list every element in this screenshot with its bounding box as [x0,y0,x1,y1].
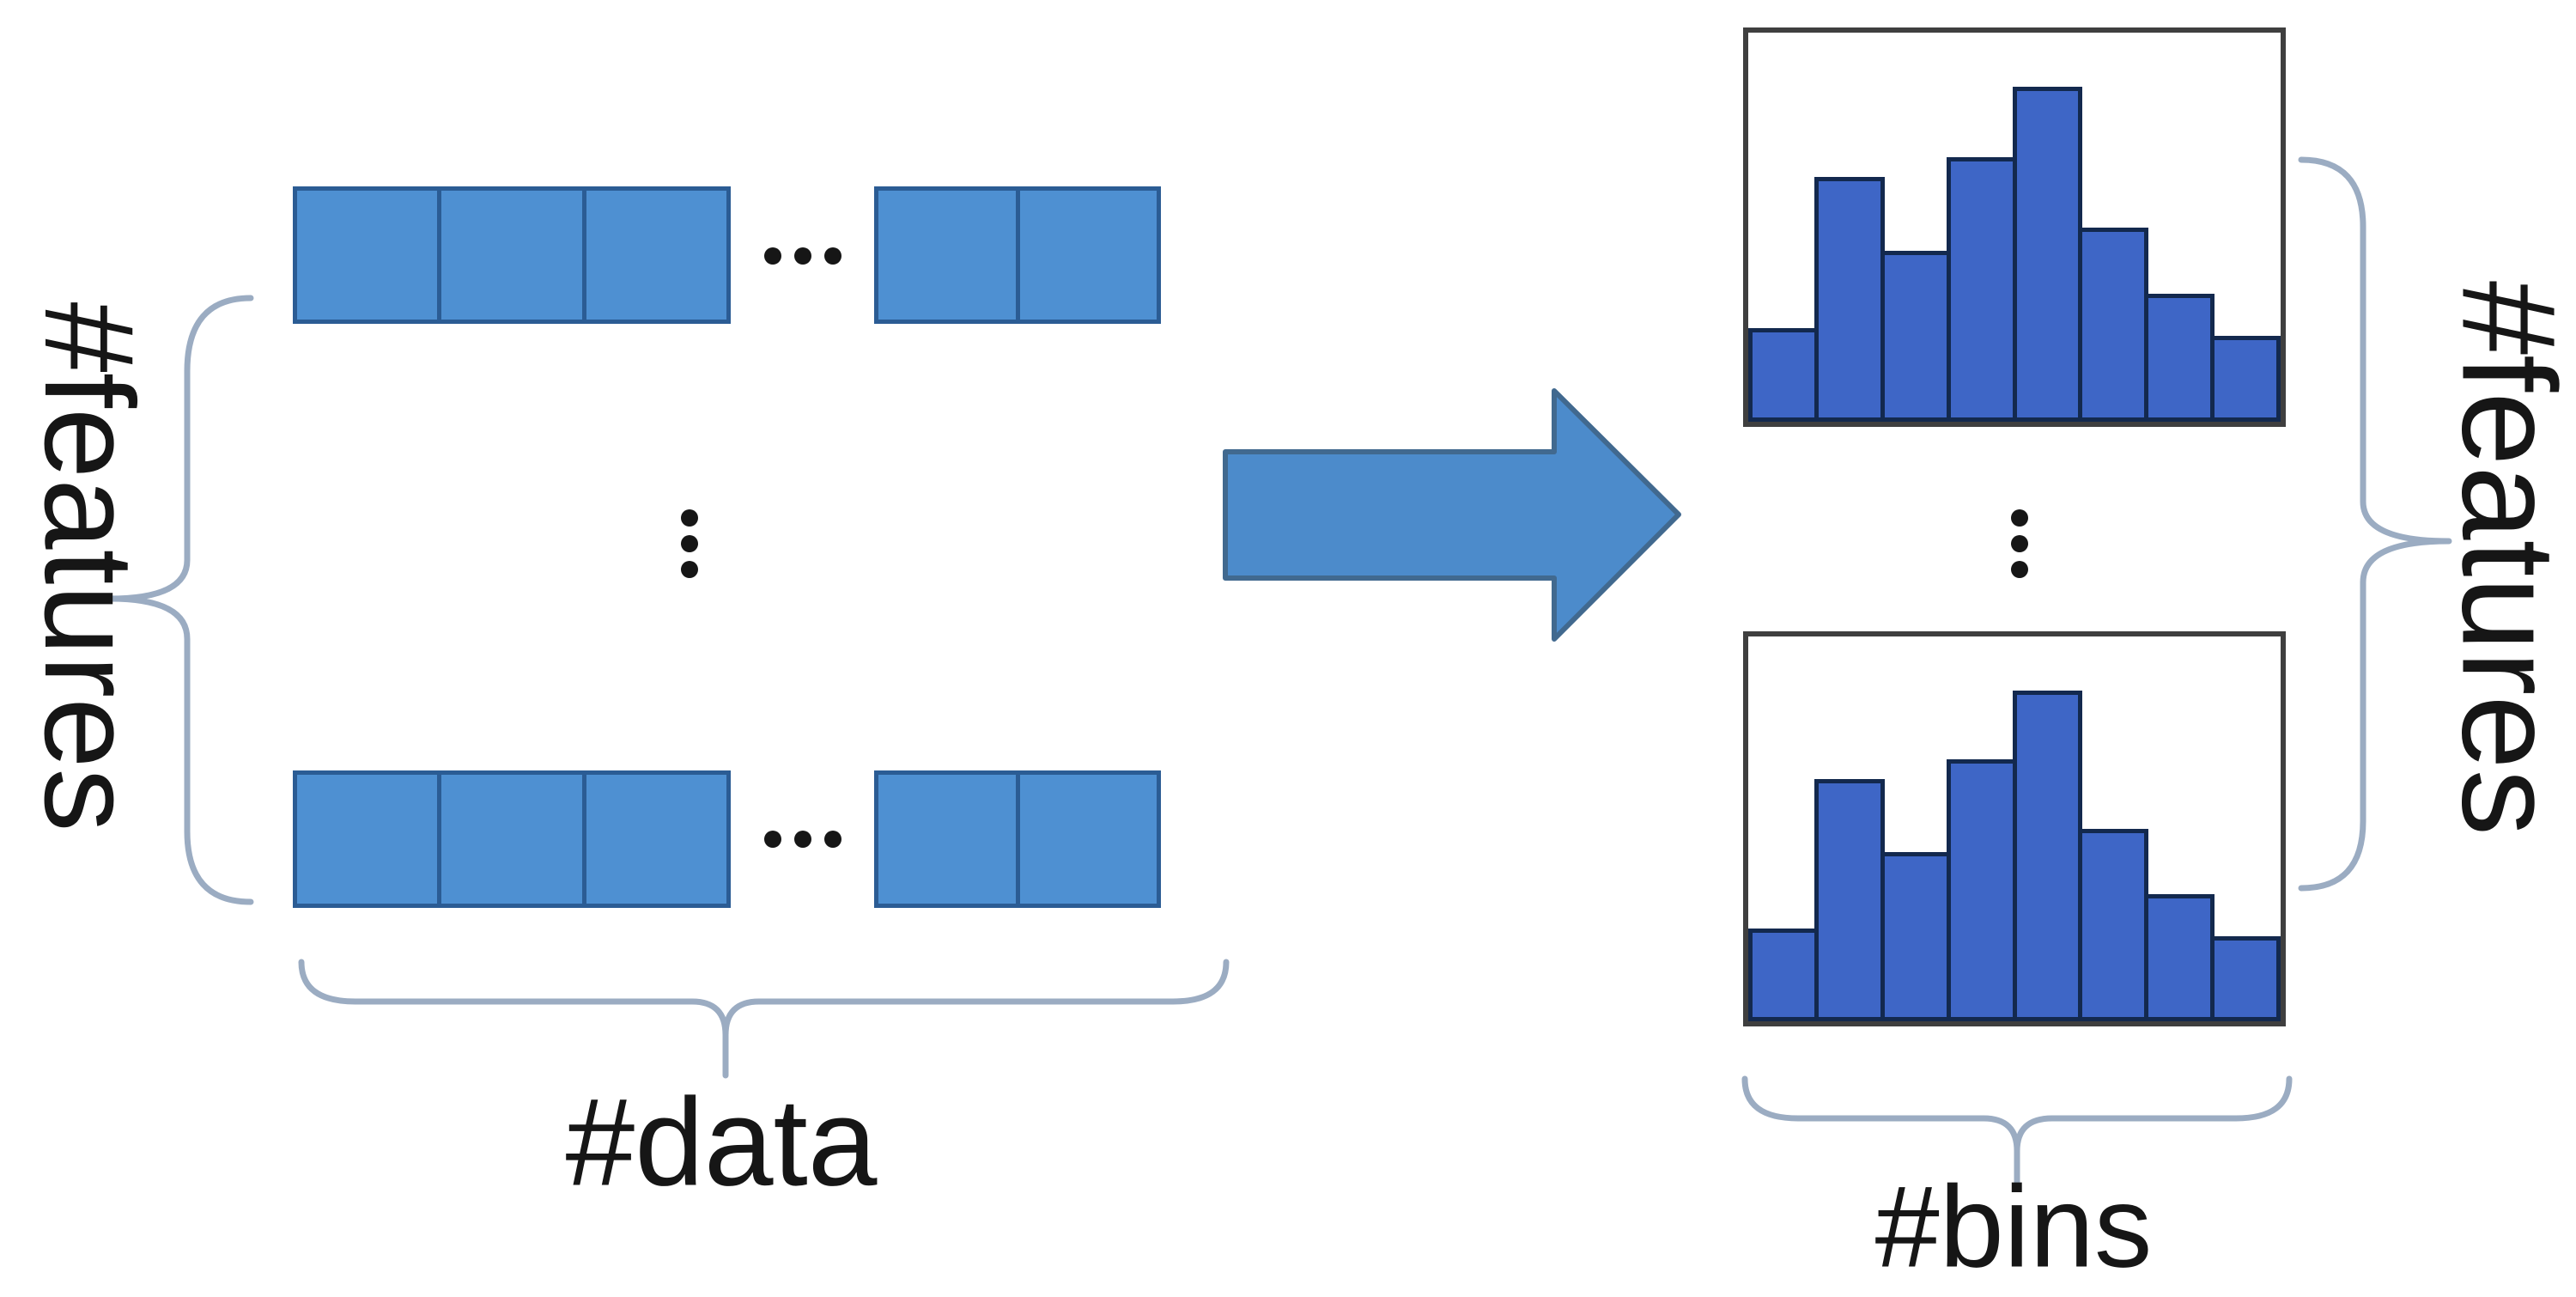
histogram-bar [1748,328,1819,422]
bins-label: #bins [1874,1161,2153,1292]
ellipsis-horizontal-icon [764,247,841,265]
transform-arrow-icon [1223,388,1681,642]
histogram-bars [1748,636,2281,1021]
dot [2011,561,2028,578]
right-features-brace-icon [2298,156,2452,892]
feature-row-segment [293,770,731,908]
dot [681,561,698,578]
histogram-bar [1748,929,1819,1021]
ellipsis-horizontal-icon [764,831,841,848]
histogram-bar [1814,176,1885,422]
histogram-bar [2078,829,2149,1021]
ellipsis-vertical-icon [681,509,698,578]
dot [681,535,698,552]
histogram-bar [2144,293,2215,422]
dot [824,831,841,848]
matrix-cell [581,191,726,320]
histogram-bar [2012,87,2083,422]
histogram-bar [2078,227,2149,422]
matrix-cell [437,775,581,904]
histogram-bar [1880,851,1951,1021]
ellipsis-vertical-icon [2011,509,2028,578]
matrix-cell [878,775,1016,904]
dot [681,509,698,527]
feature-row-segment [874,186,1161,324]
histogram-box-top [1743,27,2286,427]
histogram-bar [1814,778,1885,1021]
features-label-right: #features [2434,280,2576,837]
histogram-box-bottom [1743,631,2286,1026]
dot [764,247,781,265]
histogram-bar [2210,936,2281,1021]
histogram-bar [2210,336,2281,422]
dot [2011,509,2028,527]
matrix-cell [437,191,581,320]
matrix-cell [1015,191,1157,320]
bins-brace-icon [1741,1075,2293,1187]
dot [794,247,811,265]
data-brace-icon [298,959,1230,1079]
dot [764,831,781,848]
matrix-cell [878,191,1016,320]
matrix-cell [297,775,437,904]
matrix-cell [1015,775,1157,904]
histogram-bar [2012,690,2083,1021]
histogram-bar [1880,250,1951,422]
left-features-brace-icon [106,295,254,905]
matrix-cell [581,775,726,904]
histogram-bar [1946,759,2017,1021]
feature-row-segment [874,770,1161,908]
histogram-bar [1946,156,2017,422]
matrix-cell [297,191,437,320]
feature-row-segment [293,186,731,324]
features-label-left: #features [18,301,160,832]
histogram-bars [1748,33,2281,422]
dot [824,247,841,265]
dot [794,831,811,848]
data-label: #data [565,1072,878,1212]
histogram-bar [2144,894,2215,1021]
dot [2011,535,2028,552]
